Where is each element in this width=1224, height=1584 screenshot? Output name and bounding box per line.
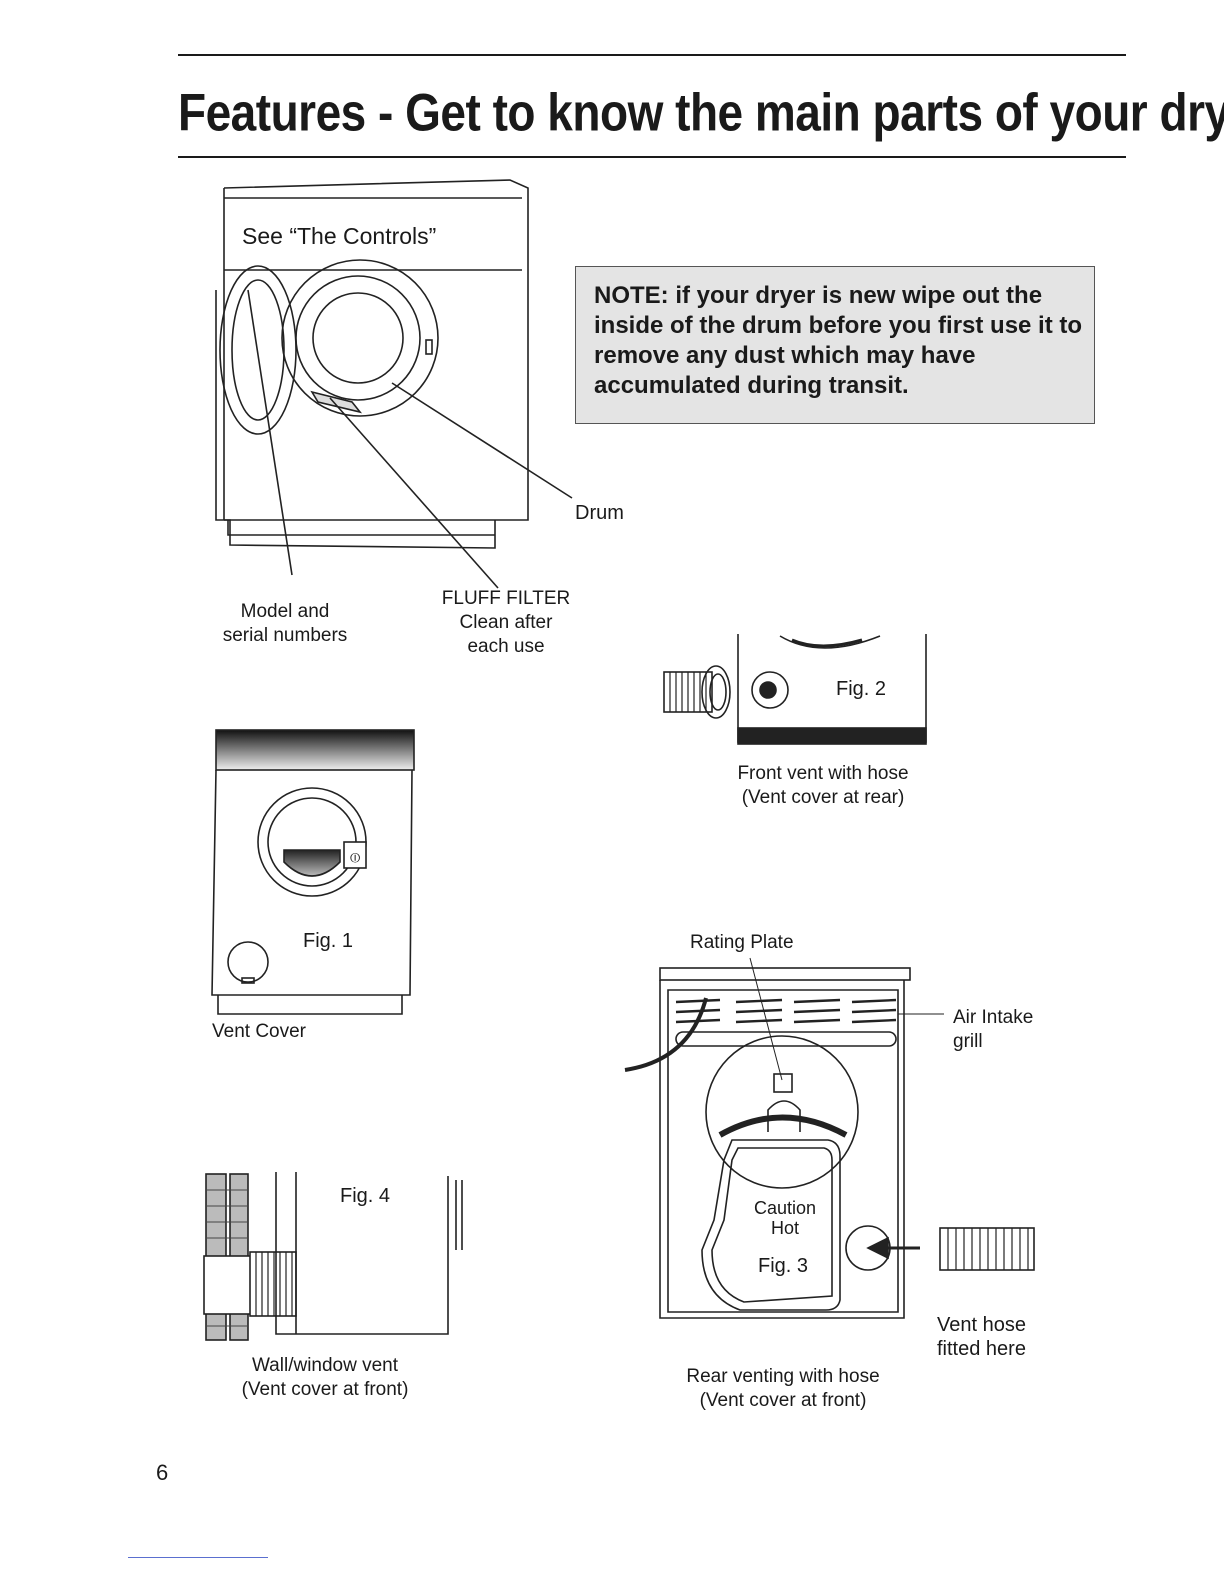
caution-line1: Caution xyxy=(753,1198,817,1218)
bottom-link-line xyxy=(128,1557,268,1558)
fig4-drawing xyxy=(203,1172,463,1341)
fig3-drawing xyxy=(624,957,1035,1319)
air-intake-line1: Air Intake xyxy=(953,1007,1034,1028)
fig2-caption-line2: (Vent cover at rear) xyxy=(741,787,905,808)
fig1-label: Fig. 1 xyxy=(303,930,354,952)
svg-text:⏼: ⏼ xyxy=(350,850,360,865)
fig4-caption-line2: (Vent cover at front) xyxy=(241,1379,409,1400)
fig4-caption: Wall/window vent (Vent cover at front) xyxy=(210,1354,440,1402)
fig4-caption-line1: Wall/window vent xyxy=(251,1355,399,1376)
model-serial-line1: Model and xyxy=(240,601,330,622)
vent-cover-label: Vent Cover xyxy=(212,1021,306,1042)
fig2-caption: Front vent with hose (Vent cover at rear… xyxy=(700,762,946,810)
fluff-filter-label: FLUFF FILTER Clean after each use xyxy=(422,587,590,659)
page-number: 6 xyxy=(156,1460,169,1485)
fig4-label: Fig. 4 xyxy=(340,1185,391,1207)
note-box: NOTE: if your dryer is new wipe out the … xyxy=(575,266,1095,424)
vent-hose-line2: fitted here xyxy=(937,1338,1026,1360)
controls-panel-label: See “The Controls” xyxy=(242,223,437,249)
air-intake-label: Air Intake grill xyxy=(953,1006,1033,1054)
vent-hose-label: Vent hose fitted here xyxy=(937,1313,1026,1361)
fig3-caption-line1: Rear venting with hose xyxy=(686,1366,880,1387)
drum-label: Drum xyxy=(575,502,624,524)
page-title: Features - Get to know the main parts of… xyxy=(178,82,1224,142)
caution-hot-label: Caution Hot xyxy=(740,1198,830,1238)
main-dryer-drawing xyxy=(215,179,573,589)
fig2-drawing xyxy=(663,634,927,745)
caution-line2: Hot xyxy=(770,1218,799,1238)
fig3-caption: Rear venting with hose (Vent cover at fr… xyxy=(650,1365,916,1413)
vent-hose-line1: Vent hose xyxy=(937,1314,1026,1336)
header-bottom-rule xyxy=(178,156,1126,158)
fig2-caption-line1: Front vent with hose xyxy=(737,763,909,784)
fluff-filter-line2: Clean after xyxy=(459,612,553,633)
fluff-filter-line1: FLUFF FILTER xyxy=(441,588,571,609)
fig3-label: Fig. 3 xyxy=(758,1255,809,1277)
rating-plate-label: Rating Plate xyxy=(690,932,794,953)
fig1-drawing: ⏼ xyxy=(211,729,415,1015)
note-text: NOTE: if your dryer is new wipe out the … xyxy=(594,282,1083,399)
air-intake-line2: grill xyxy=(953,1031,983,1052)
fig2-label: Fig. 2 xyxy=(836,678,887,700)
model-serial-label: Model and serial numbers xyxy=(200,600,370,648)
fluff-filter-line3: each use xyxy=(467,636,545,657)
header-top-rule xyxy=(178,54,1126,56)
fig3-caption-line2: (Vent cover at front) xyxy=(699,1390,867,1411)
model-serial-line2: serial numbers xyxy=(222,625,348,646)
